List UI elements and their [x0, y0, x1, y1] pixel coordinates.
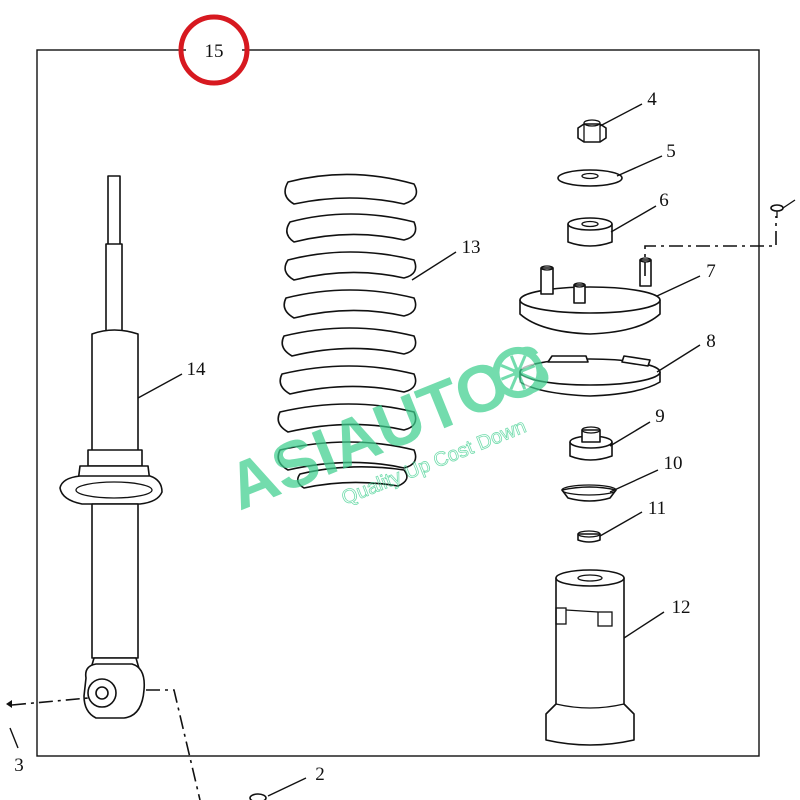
part-14-shock-absorber	[59, 175, 163, 719]
callout-7: 7	[706, 261, 716, 282]
callout-4: 4	[647, 89, 657, 110]
callout-6: 6	[659, 190, 669, 211]
sheet-number-marker: 15	[178, 14, 250, 86]
callout-13: 13	[462, 237, 481, 258]
part-10-seat-cup	[561, 484, 617, 502]
callout-14: 14	[187, 359, 207, 380]
assembly-line-bottom	[146, 689, 201, 800]
watermark: ASIAUTOS Quality Up Cost Down	[217, 328, 560, 524]
part-11-insulator	[577, 530, 601, 543]
leader-lines	[9, 103, 701, 797]
callout-12: 12	[672, 597, 691, 618]
assembly-line-left	[11, 697, 89, 706]
sheet-number: 15	[205, 41, 224, 62]
callout-2: 2	[315, 764, 325, 785]
watermark-wheel-icon	[492, 347, 544, 399]
part-13-coil-spring	[277, 173, 418, 489]
part-12-dust-boot	[545, 569, 635, 746]
part-5-washer	[557, 169, 623, 187]
callout-5: 5	[666, 141, 676, 162]
red-highlight-circle	[178, 14, 250, 86]
part-9-bump-stop	[569, 426, 613, 461]
part-6-bushing	[567, 217, 613, 247]
callout-3: 3	[14, 755, 24, 776]
arrow-tip	[6, 700, 12, 708]
part-2-bolt	[249, 793, 267, 800]
callout-9: 9	[655, 406, 665, 427]
assembly-line-right	[644, 216, 777, 276]
diagram-frame	[36, 49, 760, 757]
callout-8: 8	[706, 331, 716, 352]
part-4-nut	[577, 119, 607, 143]
callout-10: 10	[664, 453, 683, 474]
callout-11: 11	[648, 498, 666, 519]
small-bolt	[770, 199, 796, 218]
part-7-upper-mount	[519, 257, 661, 335]
